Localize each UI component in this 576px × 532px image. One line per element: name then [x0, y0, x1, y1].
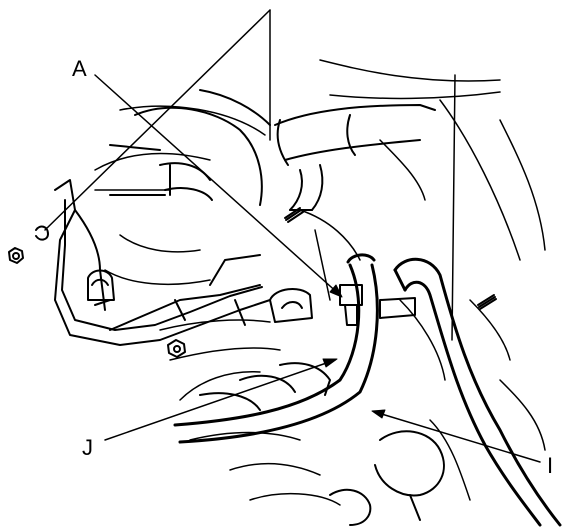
- arrow-i: [371, 409, 386, 419]
- hose-i: [393, 257, 562, 527]
- arrow-j: [322, 358, 338, 368]
- callout-i: I: [547, 453, 553, 478]
- callout-j: J: [82, 435, 93, 460]
- bracket-nut-left: [8, 225, 49, 264]
- callout-a: A: [72, 56, 87, 81]
- bracket-nut-lower: [167, 339, 186, 358]
- stud-bolt-right: [477, 294, 497, 310]
- hose-j: [173, 253, 379, 444]
- leader-line-i: [374, 411, 541, 463]
- leader-lines: [44, 9, 541, 463]
- lower-components: [199, 362, 445, 526]
- arrowheads: [322, 284, 386, 419]
- leader-line-j: [104, 359, 336, 441]
- leader-line-a: [94, 74, 341, 296]
- bracket-clips: [87, 269, 313, 323]
- hose-connector: [339, 284, 416, 326]
- stud-bolt-upper: [284, 207, 304, 223]
- background-engine-outline: [94, 9, 546, 506]
- leader-line-a-bracket: [44, 9, 271, 231]
- arrow-a: [329, 284, 343, 298]
- upper-hose: [274, 104, 436, 211]
- left-engine-block: [109, 89, 271, 206]
- mounting-bracket: [54, 179, 271, 346]
